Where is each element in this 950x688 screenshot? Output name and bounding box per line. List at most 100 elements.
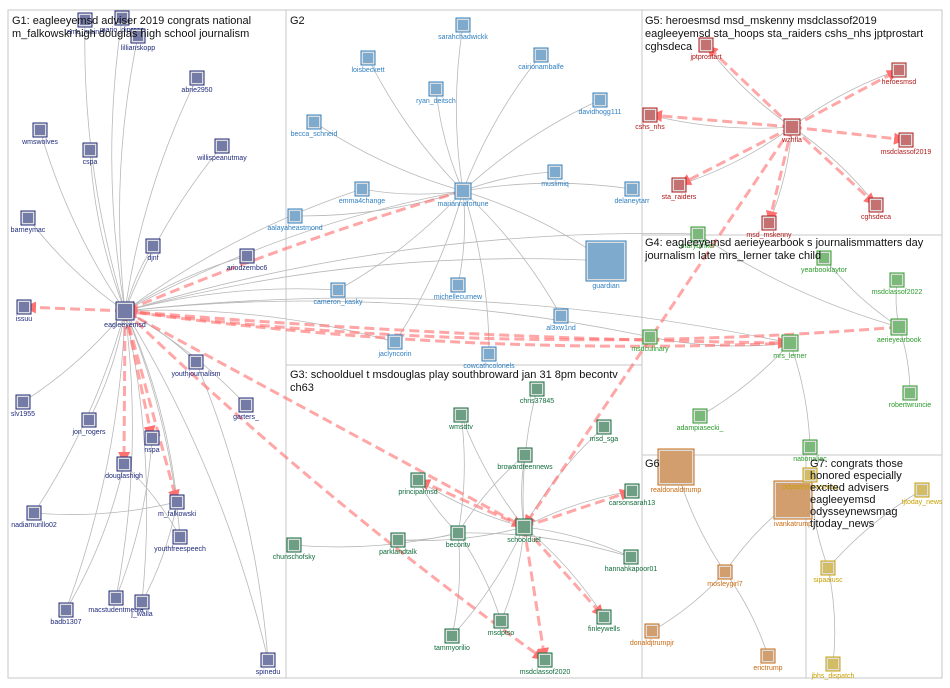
node-ariodzernbc6[interactable]: ariodzernbc6 (227, 248, 268, 272)
node-guardian[interactable]: guardian (585, 240, 627, 290)
node-davidhogg111[interactable]: davidhogg111 (579, 92, 622, 116)
node-marybinker[interactable]: marybinker (681, 226, 716, 250)
node-jptprostart[interactable]: jptprostart (689, 37, 722, 61)
node-mario_diprose[interactable]: mario_diprose (100, 10, 144, 34)
node-heroesmsd[interactable]: heroesmsd (882, 62, 917, 86)
node-msdclassof2020[interactable]: msdclassof2020 (520, 652, 571, 676)
node-msd_mskenny[interactable]: msd_mskenny (746, 215, 792, 239)
node-ryan_deitsch[interactable]: ryan_deitsch (416, 81, 456, 105)
node-chris37845[interactable]: chris37845 (520, 381, 554, 405)
node-sipaaiusc[interactable]: sipaaiusc (813, 560, 843, 584)
node-delaneytarr[interactable]: delaneytarr (614, 181, 650, 205)
node-ivankatrump[interactable]: ivankatrump (773, 480, 813, 528)
node-issuu[interactable]: issuu (16, 299, 32, 323)
node-m_falkowski[interactable]: m_falkowski (158, 494, 197, 518)
node-principalmsd[interactable]: principalmsd (398, 472, 438, 496)
node-michellecurnew[interactable]: michellecurnew (434, 277, 483, 301)
node-jbhs_dispatch[interactable]: jbhs_dispatch (811, 656, 855, 680)
node-youthjournalism[interactable]: youthjournalism (171, 354, 221, 378)
node-macstudentmedia[interactable]: macstudentmedia (88, 590, 144, 614)
node-parklandtalk[interactable]: parklandtalk (379, 532, 417, 556)
node-erictrump[interactable]: erictrump (753, 648, 783, 672)
strong-edge-wzhfla-heroesmsd (791, 68, 900, 129)
node-nspa[interactable]: nspa (144, 430, 160, 454)
node-browardteennews[interactable]: browardteennews (497, 447, 553, 471)
edge-tjtoday_news-sipaaiusc (827, 489, 923, 569)
node-tammyorilio[interactable]: tammyorilio (434, 628, 470, 652)
node-jaclyncorin[interactable]: jaclyncorin (377, 334, 412, 358)
node-muslimiq[interactable]: muslimiq (541, 164, 569, 188)
node-msdptso[interactable]: msdptso (488, 613, 515, 637)
node-label: realdonaldtrump (651, 487, 702, 494)
node-jon_rogers[interactable]: jon_rogers (71, 412, 106, 436)
node-label: heroesmsd (882, 79, 917, 86)
node-douglashigh[interactable]: douglashigh (105, 456, 143, 480)
node-msdculinary[interactable]: msdculinary (631, 329, 669, 353)
node-avatar-fill (588, 243, 624, 279)
node-msdclassof2022[interactable]: msdclassof2022 (872, 272, 923, 296)
node-abrie2950[interactable]: abrie2950 (181, 70, 213, 94)
node-msdclassof2019[interactable]: msdclassof2019 (881, 132, 932, 156)
node-mariannafortune[interactable]: mariannafortune (438, 182, 489, 208)
node-cairionambalfe[interactable]: cairionambalfe (518, 47, 564, 71)
strong-edge-eagleeyemsd-douglashigh (118, 310, 131, 465)
node-label: chris37845 (520, 398, 554, 405)
node-wmsdtv[interactable]: wmsdtv (448, 407, 473, 431)
node-realdonaldtrump[interactable]: realdonaldtrump (651, 448, 702, 494)
node-robertwruncie[interactable]: robertwruncie (889, 385, 932, 409)
node-wzhfla[interactable]: wzhfla (781, 118, 802, 144)
node-cghsdeca[interactable]: cghsdeca (861, 197, 891, 221)
node-sarahchadwickk[interactable]: sarahchadwickk (438, 17, 488, 41)
node-hannahkapoor01[interactable]: hannahkapoor01 (605, 549, 658, 573)
node-sta_raiders[interactable]: sta_raiders (662, 177, 697, 201)
node-adampiasecki_[interactable]: adampiasecki_ (677, 408, 724, 432)
node-cameron_kasky[interactable]: cameron_kasky (313, 282, 363, 306)
node-chunschofsky[interactable]: chunschofsky (273, 537, 316, 561)
edge-muslimiq-mariannafortune (462, 171, 556, 192)
node-odysseynewsmag[interactable]: odysseynewsmag (782, 467, 838, 491)
edge-michellecurnew-mariannafortune (457, 190, 466, 286)
node-barneymac[interactable]: barneymac (11, 210, 46, 234)
node-carsonsarah13[interactable]: carsonsarah13 (609, 483, 655, 507)
node-loisbeckett[interactable]: loisbeckett (351, 50, 385, 74)
group-title-g4-line2: journalism late mrs_lerner take child (644, 250, 821, 262)
edge-yearbooklaytor-aerieyearbook (823, 257, 900, 328)
node-al3xw1nd[interactable]: al3xw1nd (546, 308, 576, 332)
node-aerieyearbook[interactable]: aerieyearbook (877, 318, 922, 344)
node-avatar-fill (599, 612, 609, 622)
node-mosleygirl7[interactable]: mosleygirl7 (707, 564, 743, 588)
node-willispeanutmay[interactable]: willispeanutmay (196, 138, 247, 162)
node-nadiamurillo02[interactable]: nadiamurillo02 (11, 505, 57, 529)
node-youthfreespeech[interactable]: youthfreespeech (154, 529, 206, 553)
edge-tammyorilio-schoolduel (451, 526, 525, 637)
node-spinedu[interactable]: spinedu (256, 652, 281, 676)
node-tjtoday_news[interactable]: tjtoday_news (902, 482, 943, 506)
node-badb1307[interactable]: badb1307 (50, 602, 82, 626)
node-donaldjtrumpjr[interactable]: donaldjtrumpjr (630, 623, 675, 647)
node-djnf[interactable]: djnf (145, 238, 161, 262)
node-emma4change[interactable]: emma4change (339, 181, 385, 205)
node-cshs_nhs[interactable]: cshs_nhs (635, 107, 665, 131)
node-label: ryan_deitsch (416, 98, 456, 105)
node-yearbooklaytor[interactable]: yearbooklaytor (801, 250, 848, 274)
node-eagleeyemsd[interactable]: eagleeyemsd (104, 301, 146, 329)
node-becca_schneid[interactable]: becca_schneid (291, 114, 338, 138)
node-cowcathcolonels[interactable]: cowcathcolonels (463, 346, 515, 370)
node-lillianskopp[interactable]: lillianskopp (121, 28, 155, 52)
node-mrs_lerner[interactable]: mrs_lerner (773, 334, 807, 360)
node-schoolduel[interactable]: schoolduel (507, 518, 541, 544)
node-wmswolves[interactable]: wmswolves (21, 122, 58, 146)
node-j_walla[interactable]: j_walla (130, 594, 153, 618)
node-cspa[interactable]: cspa (82, 142, 98, 166)
node-nationaljec[interactable]: nationaljec (793, 439, 827, 463)
node-becontv[interactable]: becontv (446, 525, 471, 549)
node-msd_sga[interactable]: msd_sga (590, 419, 619, 443)
edge-tammyorilio-becontv (451, 532, 461, 637)
node-garters_[interactable]: garters_ (233, 397, 259, 421)
node-avatar-fill (85, 145, 95, 155)
node-aalayaheastmond[interactable]: aalayaheastmond (267, 208, 323, 232)
edge-jaclyncorin-eagleeyemsd (124, 308, 396, 343)
node-finleywells[interactable]: finleywells (588, 609, 620, 633)
node-slv1955[interactable]: slv1955 (11, 394, 35, 418)
node-emc_maine[interactable]: emc_maine (67, 12, 103, 36)
